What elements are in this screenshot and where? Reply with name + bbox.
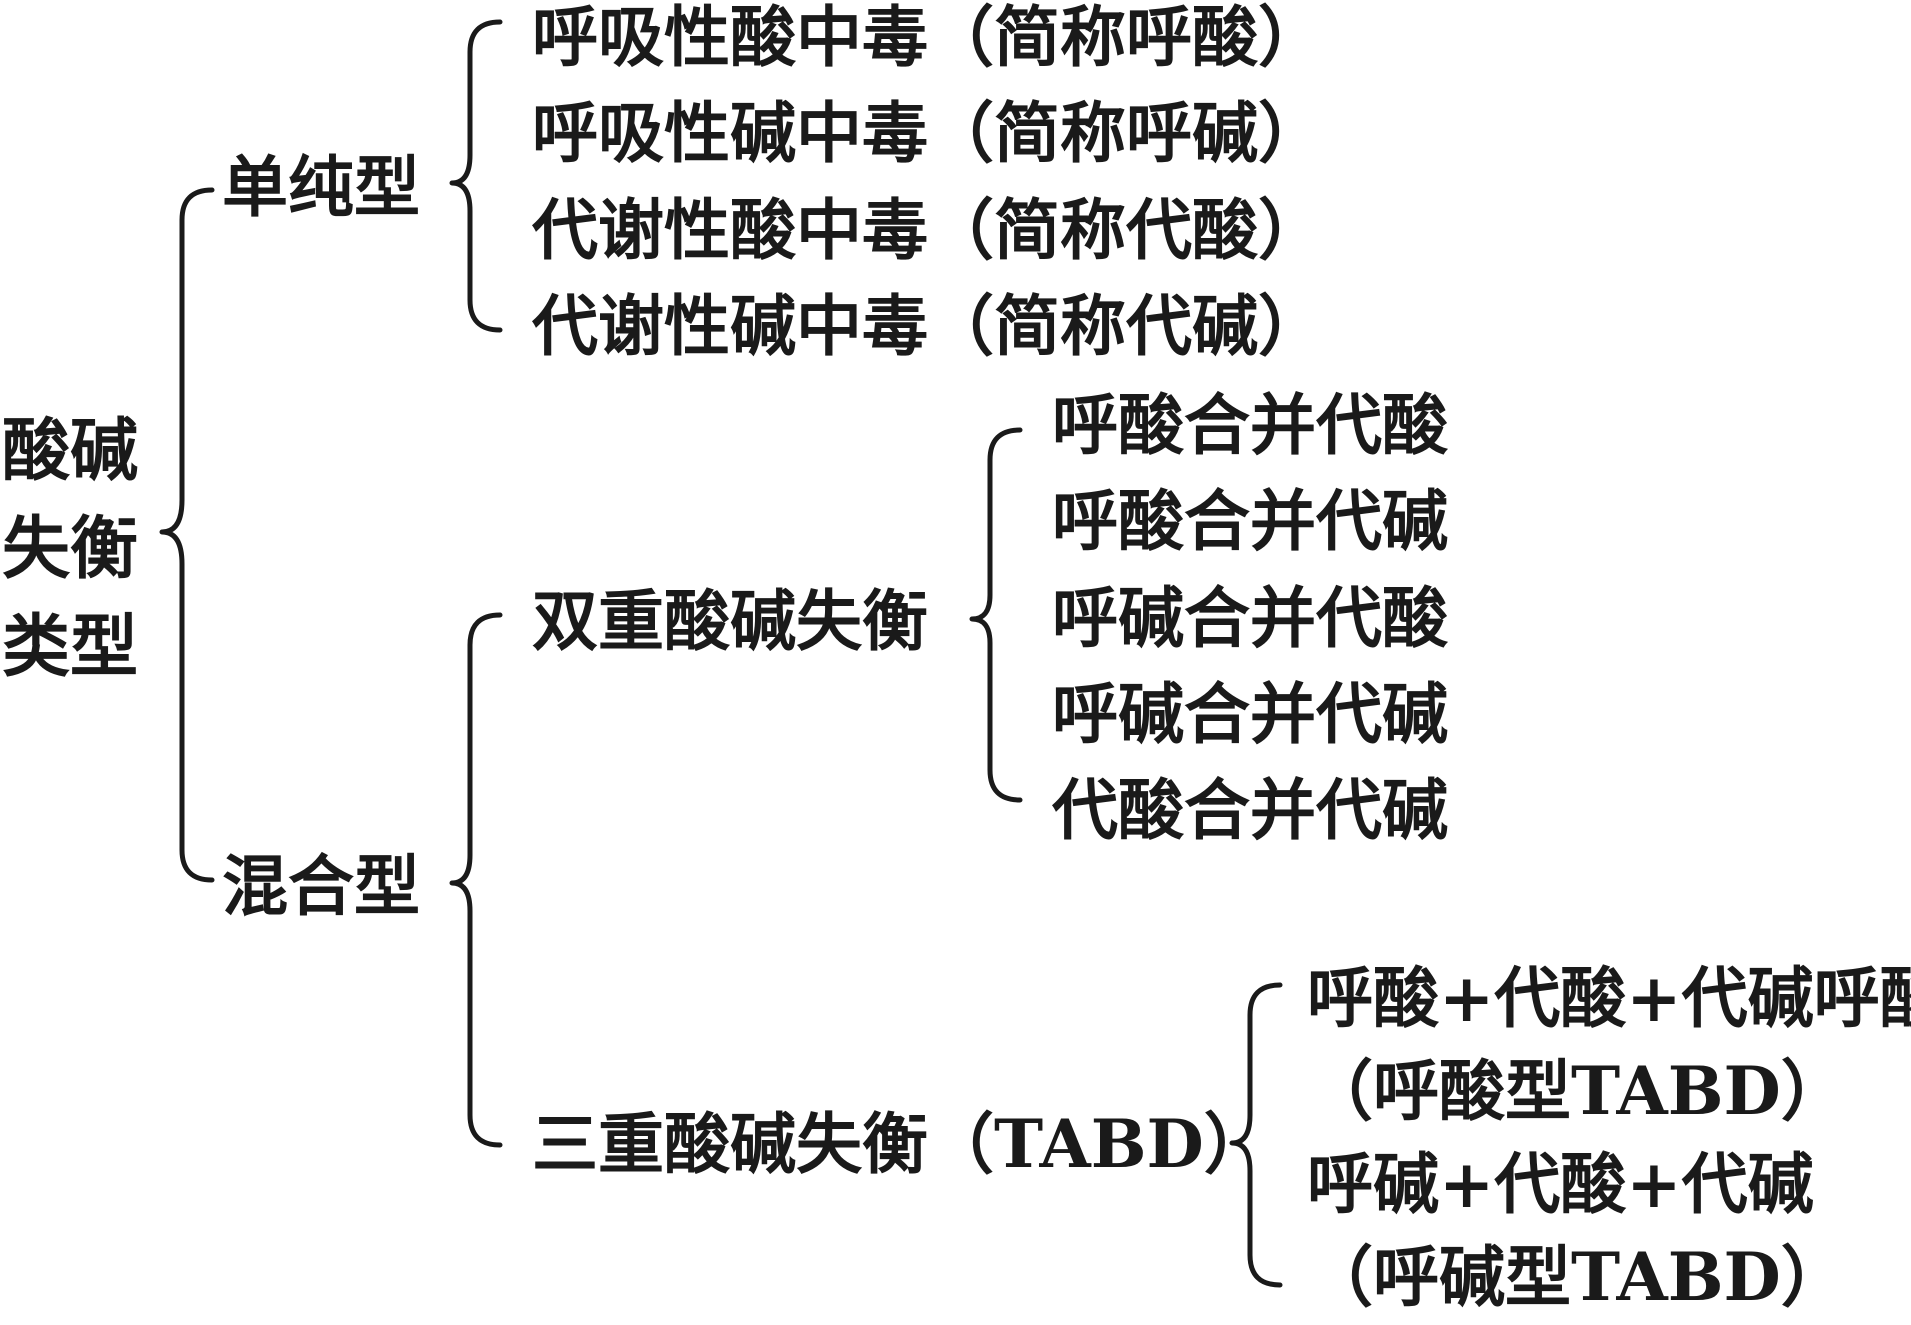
simple-item: 呼吸性碱中毒（简称呼碱） [532,94,1324,172]
triple-item-2-line2: （呼碱型TABD） [1307,1238,1847,1316]
simple-item: 代谢性碱中毒（简称代碱） [532,287,1324,365]
double-disorder-label: 双重酸碱失衡 [532,582,928,660]
simple-type-label: 单纯型 [222,148,420,226]
double-item: 呼碱合并代酸 [1052,579,1448,657]
triple-item-1-line2: （呼酸型TABD） [1307,1052,1847,1130]
double-item: 呼碱合并代碱 [1052,675,1448,753]
triple-brace [1229,982,1283,1288]
root-label-line3: 类型 [2,607,139,687]
double-item: 呼酸合并代酸 [1052,386,1448,464]
root-label: 酸碱 失衡 类型 [2,402,138,696]
root-brace [159,187,215,883]
double-item: 呼酸合并代碱 [1052,482,1448,560]
simple-item: 代谢性酸中毒（简称代酸） [532,191,1324,269]
root-label-line1: 酸碱 [2,411,139,491]
triple-item-2-line1: 呼碱+代酸+代碱 [1307,1145,1814,1223]
mixed-type-label: 混合型 [222,847,420,925]
root-label-line2: 失衡 [2,509,139,589]
triple-disorder-label: 三重酸碱失衡（TABD） [532,1105,1270,1183]
simple-brace [449,19,503,333]
double-brace [969,427,1023,803]
mixed-brace [449,612,503,1148]
triple-item-1-line1: 呼酸+代酸+代碱呼酸 [1307,959,1911,1037]
double-item: 代酸合并代碱 [1052,771,1448,849]
simple-item: 呼吸性酸中毒（简称呼酸） [532,0,1324,76]
